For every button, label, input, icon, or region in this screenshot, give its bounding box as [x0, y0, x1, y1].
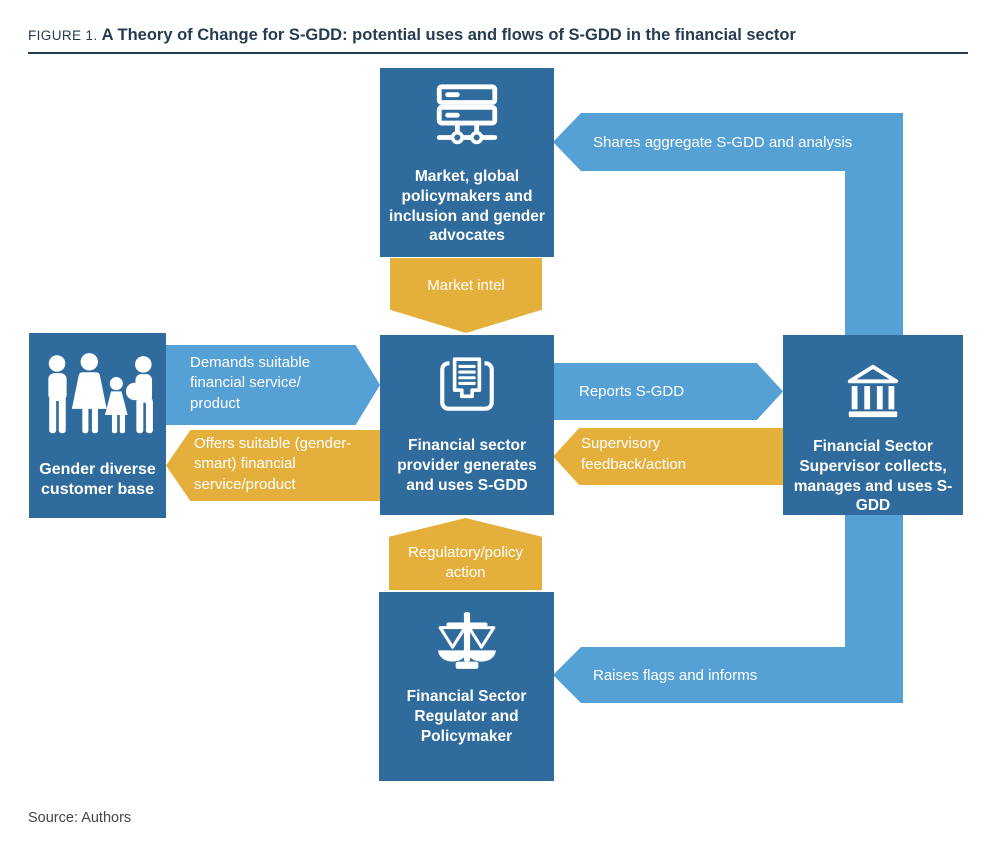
flow-shares-aggregate-label: Shares aggregate S-GDD and analysis [593, 133, 853, 151]
node-regulator-label: Financial Sector Regulator and Policymak… [406, 688, 527, 745]
flow-supervisory-feedback-arrow: Supervisory feedback/action [553, 428, 783, 485]
flow-regulatory-action-label: Regulatory/policy action [407, 544, 524, 582]
node-supervisor: Financial Sector Supervisor collects, ma… [783, 335, 963, 515]
flow-offers-arrow: Offers suitable (gender-smart) financial… [166, 430, 380, 501]
bank-icon [842, 361, 904, 424]
flow-shares-aggregate-arrow: Shares aggregate S-GDD and analysis [553, 113, 903, 171]
flow-market-intel-label: Market intel [427, 277, 505, 294]
node-provider: Financial sector provider generates and … [380, 335, 554, 515]
flow-demands-label: Demands suitable financial service/ prod… [190, 354, 311, 412]
family-icon [37, 353, 159, 454]
flow-market-intel-arrow: Market intel [390, 258, 542, 333]
flow-demands-arrow: Demands suitable financial service/ prod… [166, 345, 380, 425]
flow-supervisory-feedback-label: Supervisory feedback/action [581, 435, 687, 473]
flow-offers-label: Offers suitable (gender-smart) financial… [194, 435, 352, 493]
server-network-icon [428, 82, 506, 157]
node-regulator: Financial Sector Regulator and Policymak… [379, 592, 554, 781]
figure-number: FIGURE 1. [28, 28, 98, 43]
news-feed-icon [434, 353, 500, 424]
node-market-advocates: Market, global policymakers and inclusio… [380, 68, 554, 257]
node-provider-label: Financial sector provider generates and … [397, 437, 537, 494]
node-market-advocates-label: Market, global policymakers and inclusio… [389, 168, 545, 245]
scales-icon [434, 608, 500, 677]
source-note: Source: Authors [28, 810, 132, 826]
figure-title: A Theory of Change for S-GDD: potential … [101, 26, 796, 44]
flow-reports-arrow: Reports S-GDD [553, 363, 783, 420]
flow-raises-flags-connector [845, 515, 903, 649]
node-customer-base: Gender diverse customer base [29, 333, 166, 518]
flow-raises-flags-label: Raises flags and informs [593, 666, 758, 684]
node-customer-base-label: Gender diverse customer base [39, 461, 156, 499]
flow-shares-aggregate-connector [845, 168, 903, 335]
flow-reports-label: Reports S-GDD [579, 383, 685, 400]
flow-regulatory-action-arrow: Regulatory/policy action [389, 518, 542, 590]
header-divider [28, 52, 968, 54]
node-supervisor-label: Financial Sector Supervisor collects, ma… [793, 438, 953, 515]
flow-raises-flags-arrow: Raises flags and informs [553, 647, 903, 703]
figure-header: FIGURE 1.A Theory of Change for S-GDD: p… [28, 26, 968, 45]
